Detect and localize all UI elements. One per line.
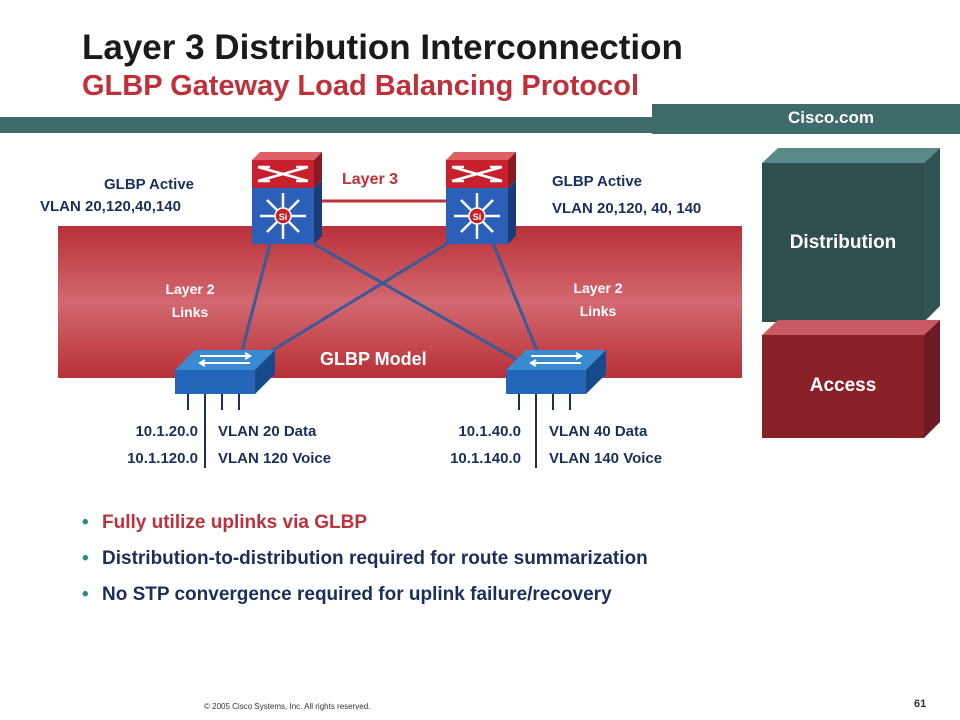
left-access-switch-icon [175, 350, 275, 394]
page-number: 61 [914, 698, 927, 710]
glbp-model-band [58, 226, 742, 378]
bullet-list: • Fully utilize uplinks via GLBP • Distr… [82, 512, 648, 620]
page-title: Layer 3 Distribution Interconnection [82, 28, 683, 67]
bullet-item: • No STP convergence required for uplink… [82, 584, 648, 606]
bullet-text: Fully utilize uplinks via GLBP [102, 512, 367, 533]
bullet-dot: • [82, 584, 89, 605]
layer2-links [235, 234, 547, 372]
right-vlan-label: VLAN 20,120, 40, 140 [552, 200, 702, 217]
right-distribution-switch-icon: Si [446, 152, 516, 244]
left-subnet-voice: 10.1.120.0 [127, 450, 198, 467]
access-legend-box [762, 320, 940, 438]
left-glbp-active-label: GLBP Active [104, 176, 195, 193]
bullet-dot: • [82, 548, 89, 569]
bullet-dot: • [82, 512, 89, 533]
left-layer2-label-line2: Links [171, 304, 209, 320]
page-subtitle: GLBP Gateway Load Balancing Protocol [82, 70, 640, 102]
bullet-item: • Distribution-to-distribution required … [82, 548, 648, 570]
access-drop-lines [187, 393, 571, 468]
left-vlan-voice: VLAN 120 Voice [218, 450, 332, 467]
glbp-model-label: GLBP Model [320, 349, 427, 369]
svg-text:Si: Si [473, 212, 482, 222]
left-vlan-label: VLAN 20,120,40,140 [40, 198, 181, 215]
brand-block [652, 104, 960, 134]
copyright-footer: © 2005 Cisco Systems, Inc. All rights re… [204, 702, 371, 711]
brand-link[interactable]: Cisco.com [788, 108, 874, 127]
right-vlan-voice: VLAN 140 Voice [549, 450, 663, 467]
bullet-text: No STP convergence required for uplink f… [102, 584, 612, 605]
right-layer2-label-line2: Links [579, 303, 617, 319]
right-access-switch-icon [506, 350, 606, 394]
right-vlan-data: VLAN 40 Data [549, 423, 648, 440]
layer3-label: Layer 3 [342, 171, 399, 188]
right-subnet-data: 10.1.40.0 [458, 423, 521, 440]
distribution-legend-box [762, 148, 940, 322]
bullet-text: Distribution-to-distribution required fo… [102, 548, 648, 569]
left-subnet-data: 10.1.20.0 [135, 423, 198, 440]
bullet-item: • Fully utilize uplinks via GLBP [82, 512, 648, 534]
left-layer2-label-line1: Layer 2 [165, 281, 215, 297]
right-layer2-label-line1: Layer 2 [573, 280, 623, 296]
right-glbp-active-label: GLBP Active [552, 173, 643, 190]
left-vlan-data: VLAN 20 Data [218, 423, 317, 440]
svg-text:Si: Si [279, 212, 288, 222]
distribution-legend-label: Distribution [789, 232, 897, 253]
right-subnet-voice: 10.1.140.0 [450, 450, 521, 467]
left-distribution-switch-icon: Si [252, 152, 322, 244]
access-legend-label: Access [809, 375, 877, 396]
